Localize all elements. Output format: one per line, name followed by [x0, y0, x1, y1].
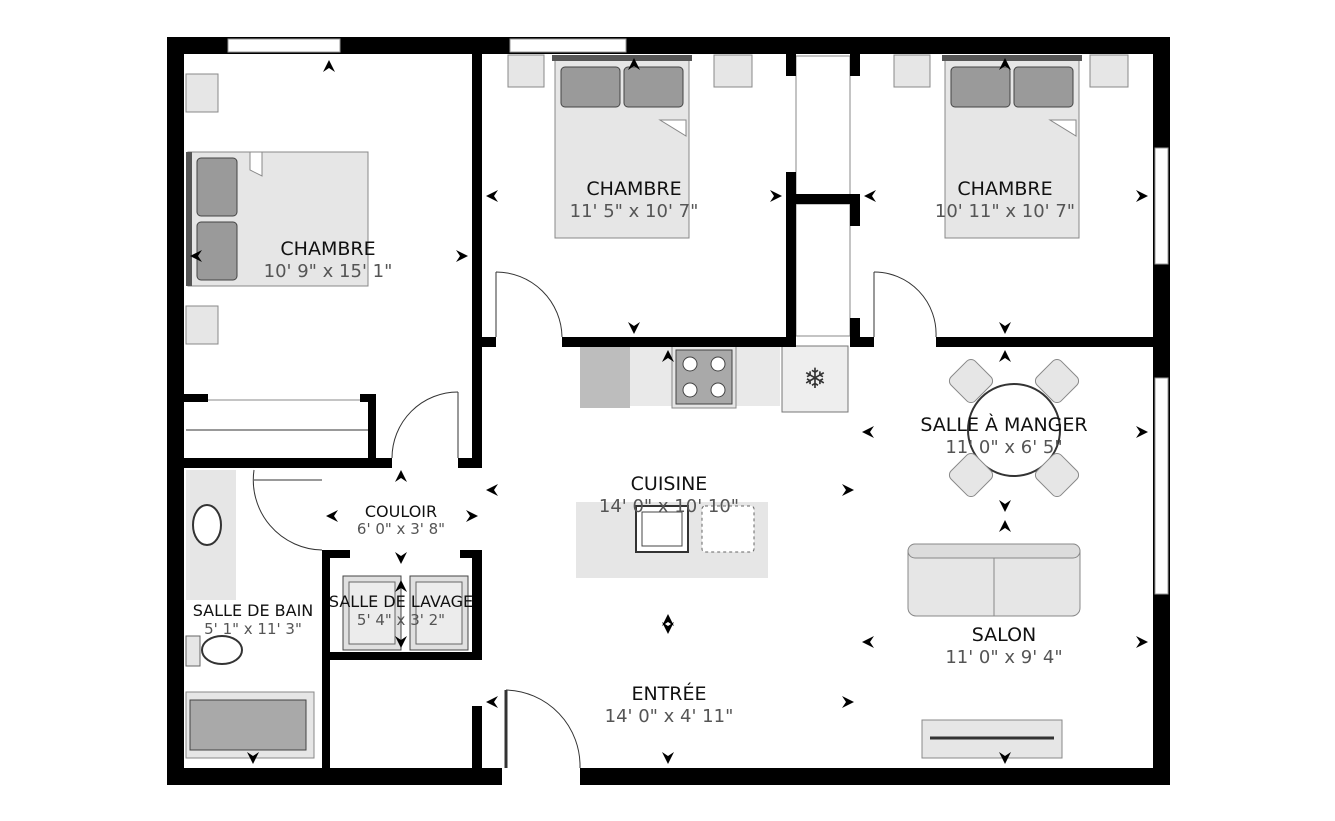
arrow-down-icon [247, 752, 259, 764]
room-name-chambre-west: CHAMBRE [280, 238, 375, 260]
arrow-down-icon [628, 322, 640, 334]
stove [671, 345, 737, 409]
room-dims-salle-de-bain: 5' 1" x 11' 3" [204, 620, 302, 638]
walls [167, 37, 1170, 785]
arrow-right-icon [842, 484, 854, 496]
refrigerator: ❄ [781, 345, 849, 413]
arrow-left-icon [862, 636, 874, 648]
room-dims-couloir: 6' 0" x 3' 8" [357, 520, 445, 538]
arrow-up-icon [999, 520, 1011, 532]
dining-table [948, 358, 1080, 498]
room-name-chambre-east: CHAMBRE [957, 178, 1052, 200]
dishwasher [580, 346, 630, 408]
arrow-right-icon [842, 696, 854, 708]
arrow-left-icon [486, 484, 498, 496]
nightstand-east-left [893, 54, 931, 88]
room-name-salon: SALON [972, 624, 1037, 646]
room-dims-cuisine: 14' 0" x 10' 10" [599, 496, 739, 517]
tv-stand [921, 719, 1063, 759]
bathroom-sink [192, 504, 222, 546]
arrow-up-icon [999, 350, 1011, 362]
arrow-up-icon [628, 58, 640, 70]
room-dims-salon: 11' 0" x 9' 4" [945, 647, 1062, 668]
bed-center [552, 55, 692, 239]
svg-text:❄: ❄ [803, 362, 826, 395]
bed-east [942, 55, 1082, 239]
arrow-left-icon [486, 696, 498, 708]
arrow-right-icon [770, 190, 782, 202]
arrow-left-icon [326, 510, 338, 522]
arrow-down-icon [395, 636, 407, 648]
room-name-couloir: COULOIR [365, 502, 437, 521]
arrow-left-icon [862, 426, 874, 438]
room-name-salle-a-manger: SALLE À MANGER [920, 413, 1087, 436]
sofa [907, 543, 1081, 617]
arrow-up-icon [395, 470, 407, 482]
doors [252, 271, 937, 769]
arrow-right-icon [1136, 426, 1148, 438]
arrow-down-icon [999, 322, 1011, 334]
room-dims-salle-de-lavage: 5' 4" x 3' 2" [357, 611, 445, 629]
room-dims-salle-a-manger: 11' 0" x 6' 5" [945, 437, 1062, 458]
arrow-left-icon [864, 190, 876, 202]
arrow-right-icon [1136, 636, 1148, 648]
arrow-up-icon [662, 350, 674, 362]
room-name-salle-de-lavage: SALLE DE LAVAGE [329, 592, 473, 611]
nightstand-west-top [185, 73, 219, 113]
arrow-up-icon [323, 60, 335, 72]
arrow-up-icon [999, 58, 1011, 70]
arrow-right-icon [466, 510, 478, 522]
room-name-entree: ENTRÉE [631, 682, 706, 705]
toilet [185, 635, 243, 667]
closet-west [186, 399, 368, 431]
furniture: ❄ [185, 54, 1129, 759]
room-dims-chambre-center: 11' 5" x 10' 7" [570, 201, 699, 222]
closet-south [795, 203, 851, 337]
dimension-arrows [190, 58, 1148, 764]
arrow-down-icon [395, 552, 407, 564]
arrow-up-icon [395, 580, 407, 592]
arrow-down-icon [999, 500, 1011, 512]
arrow-left-icon [486, 190, 498, 202]
nightstand-center-left [507, 54, 545, 88]
arrow-left-icon [190, 250, 202, 262]
room-dims-chambre-east: 10' 11" x 10' 7" [935, 201, 1075, 222]
bed-west [186, 151, 369, 287]
room-name-salle-de-bain: SALLE DE BAIN [193, 601, 314, 620]
bathtub [185, 691, 315, 759]
arrow-up-icon [662, 614, 674, 626]
arrow-right-icon [456, 250, 468, 262]
room-dims-entree: 14' 0" x 4' 11" [605, 706, 734, 727]
room-name-chambre-center: CHAMBRE [586, 178, 681, 200]
arrow-down-icon [999, 752, 1011, 764]
nightstand-west-bottom [185, 305, 219, 345]
room-name-cuisine: CUISINE [631, 473, 708, 495]
closet-north [795, 55, 851, 197]
room-dims-chambre-west: 10' 9" x 15' 1" [264, 261, 393, 282]
arrow-down-icon [662, 622, 674, 634]
room-labels: CHAMBRE 10' 9" x 15' 1" CHAMBRE 11' 5" x… [193, 178, 1088, 727]
arrow-down-icon [662, 752, 674, 764]
nightstand-east-right [1089, 54, 1129, 88]
nightstand-center-right [713, 54, 753, 88]
arrow-right-icon [1136, 190, 1148, 202]
